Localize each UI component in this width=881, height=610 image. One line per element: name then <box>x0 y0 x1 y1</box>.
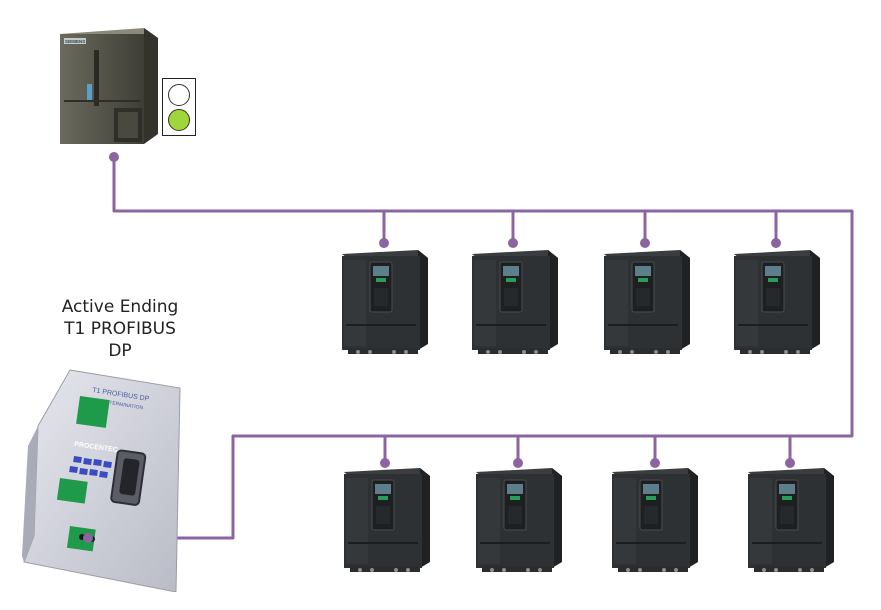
active-terminator-device: T1 PROFIBUS DP ACTIVE TERMINATION PROCEN… <box>22 369 181 592</box>
frequency-drive <box>472 462 564 576</box>
plc-brand-label: SIEMENS <box>65 39 85 44</box>
status-lamp-on <box>168 109 190 131</box>
status-lamp-off <box>168 84 190 106</box>
frequency-drive <box>608 462 700 576</box>
frequency-drive <box>730 244 822 358</box>
frequency-drive <box>600 244 692 358</box>
status-indicator-panel <box>162 78 196 136</box>
frequency-drive <box>744 462 836 576</box>
frequency-drive <box>338 244 430 358</box>
plc-cpu-module: SIEMENS <box>60 28 158 144</box>
frequency-drive <box>468 244 560 358</box>
frequency-drive <box>340 462 432 576</box>
bus-main-line <box>92 157 854 540</box>
